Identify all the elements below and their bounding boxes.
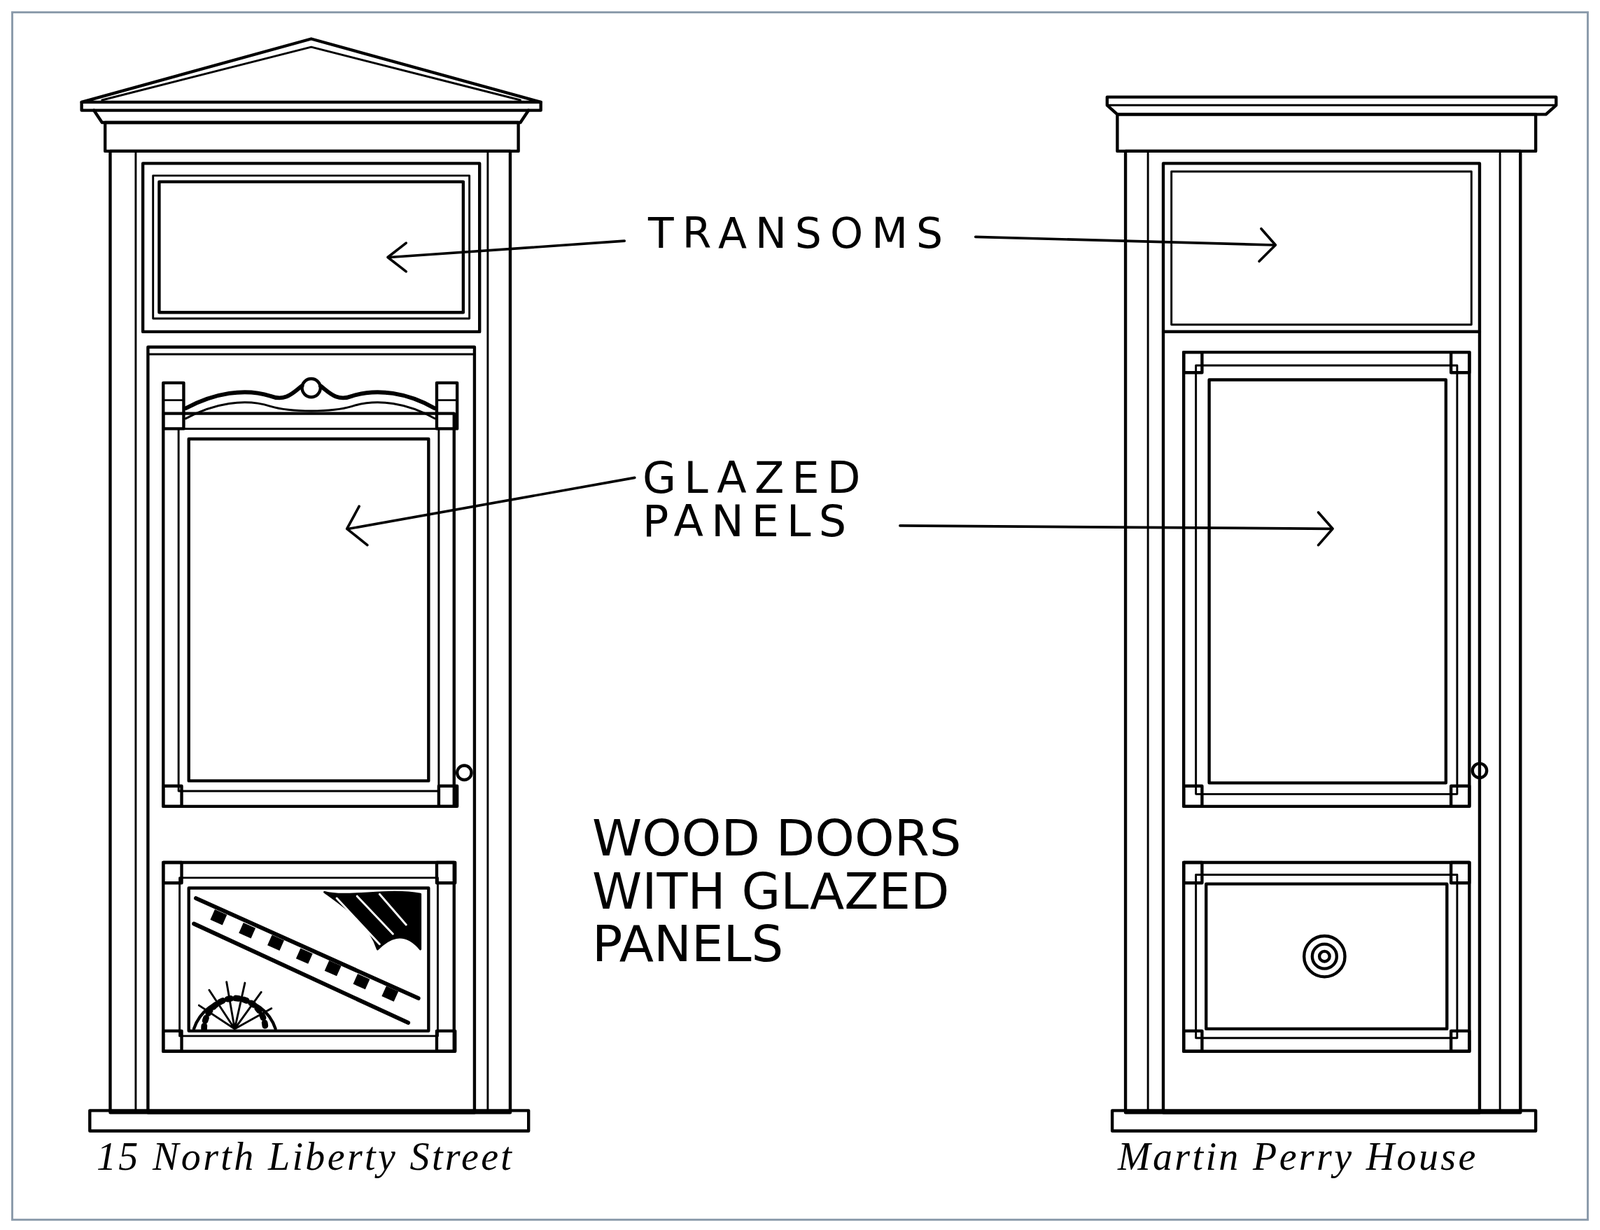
callout-label: TRANSOMS xyxy=(648,212,952,255)
leader-arrows xyxy=(347,228,1333,546)
left-door xyxy=(81,39,542,1132)
callout-label: GLAZED PANELS xyxy=(642,456,869,544)
page-border xyxy=(11,12,1588,1220)
door-caption: Martin Perry House xyxy=(1117,1135,1479,1179)
right-door xyxy=(1107,97,1556,1132)
door-caption: 15 North Liberty Street xyxy=(96,1135,514,1179)
note-text: WOOD DOORS WITH GLAZED PANELS xyxy=(592,811,1083,971)
